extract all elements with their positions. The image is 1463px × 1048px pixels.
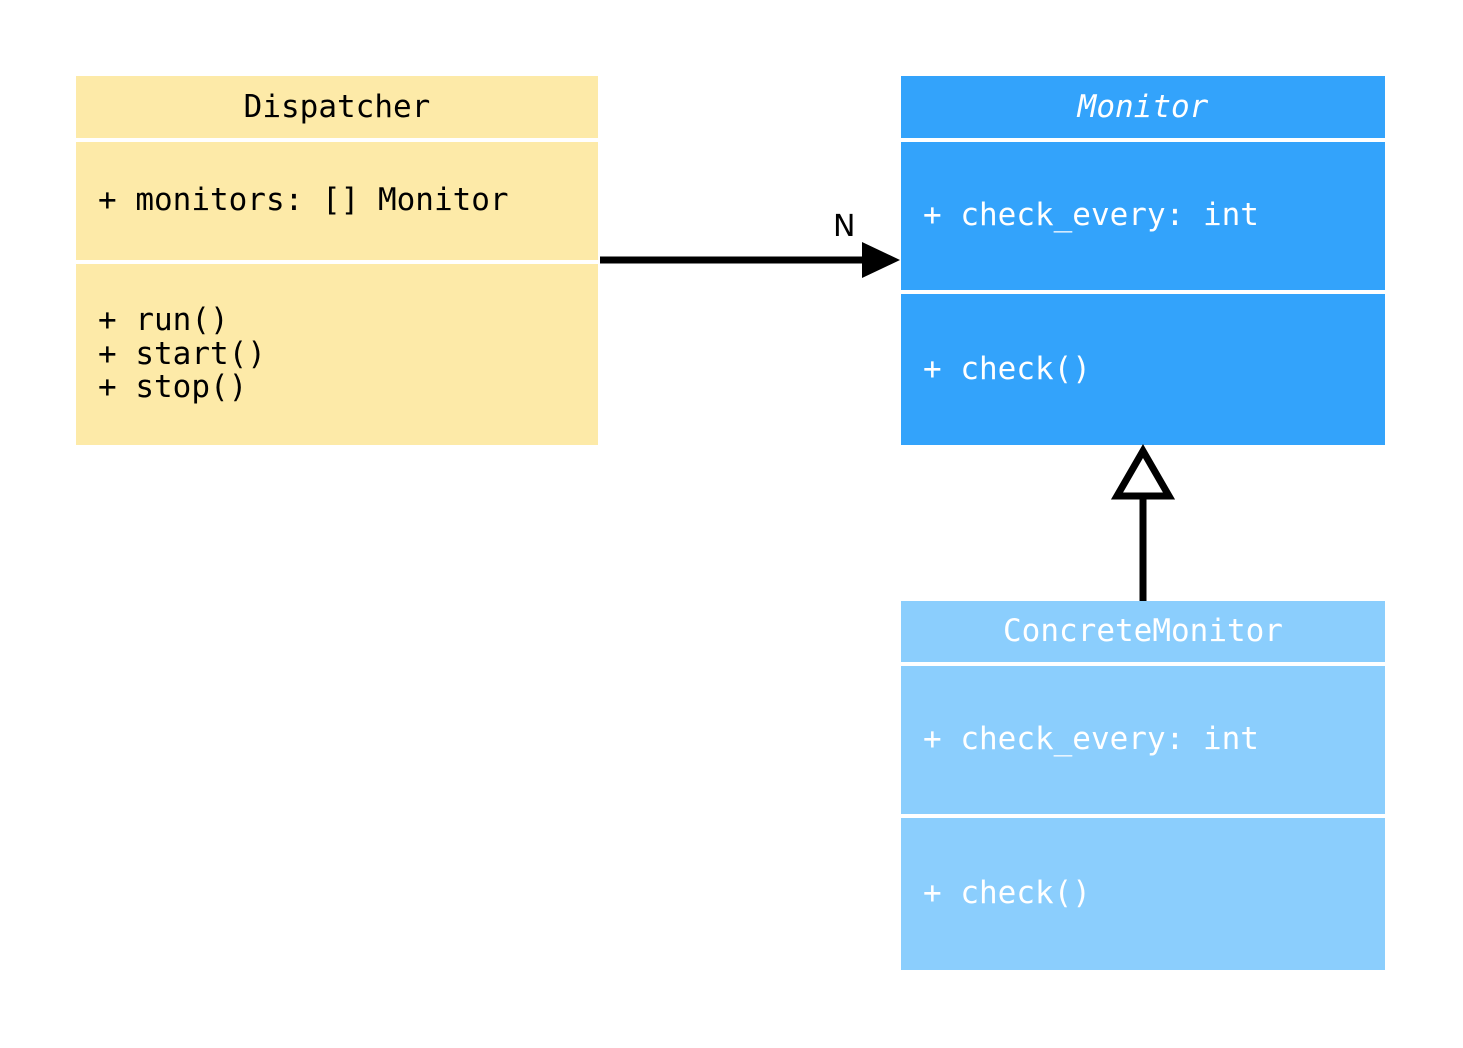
class-box-monitor[interactable]: Monitor + check_every: int + check() <box>901 76 1385 445</box>
class-methods-concrete-monitor: + check() <box>901 818 1385 970</box>
attribute-list-monitor: + check_every: int <box>923 197 1259 234</box>
generalization-concrete-monitor-to-monitor <box>1110 444 1176 601</box>
attribute-list-concrete-monitor: + check_every: int <box>923 721 1259 758</box>
class-name-concrete-monitor: ConcreteMonitor <box>1003 613 1283 649</box>
class-attributes-dispatcher: + monitors: [] Monitor <box>76 142 598 260</box>
class-box-concrete-monitor[interactable]: ConcreteMonitor + check_every: int + che… <box>901 601 1385 970</box>
class-name-monitor: Monitor <box>1077 88 1209 125</box>
method-list-dispatcher: + run() + start() + stop() <box>98 302 266 406</box>
class-attributes-concrete-monitor: + check_every: int <box>901 666 1385 814</box>
method-list-concrete-monitor: + check() <box>923 875 1091 912</box>
association-multiplicity-label: N <box>833 209 856 244</box>
class-box-dispatcher[interactable]: Dispatcher + monitors: [] Monitor + run(… <box>76 76 598 445</box>
attribute-list-dispatcher: + monitors: [] Monitor <box>98 182 509 219</box>
class-methods-dispatcher: + run() + start() + stop() <box>76 264 598 445</box>
class-header-monitor: Monitor <box>901 76 1385 138</box>
method-list-monitor: + check() <box>923 350 1091 387</box>
generalization-arrowhead-hollow-triangle <box>1110 444 1176 500</box>
class-methods-monitor: + check() <box>901 294 1385 445</box>
class-header-dispatcher: Dispatcher <box>76 76 598 138</box>
association-dispatcher-to-monitor <box>600 242 900 278</box>
association-arrowhead-filled-triangle <box>862 242 900 278</box>
class-header-concrete-monitor: ConcreteMonitor <box>901 601 1385 662</box>
class-attributes-monitor: + check_every: int <box>901 142 1385 290</box>
class-name-dispatcher: Dispatcher <box>243 88 431 125</box>
